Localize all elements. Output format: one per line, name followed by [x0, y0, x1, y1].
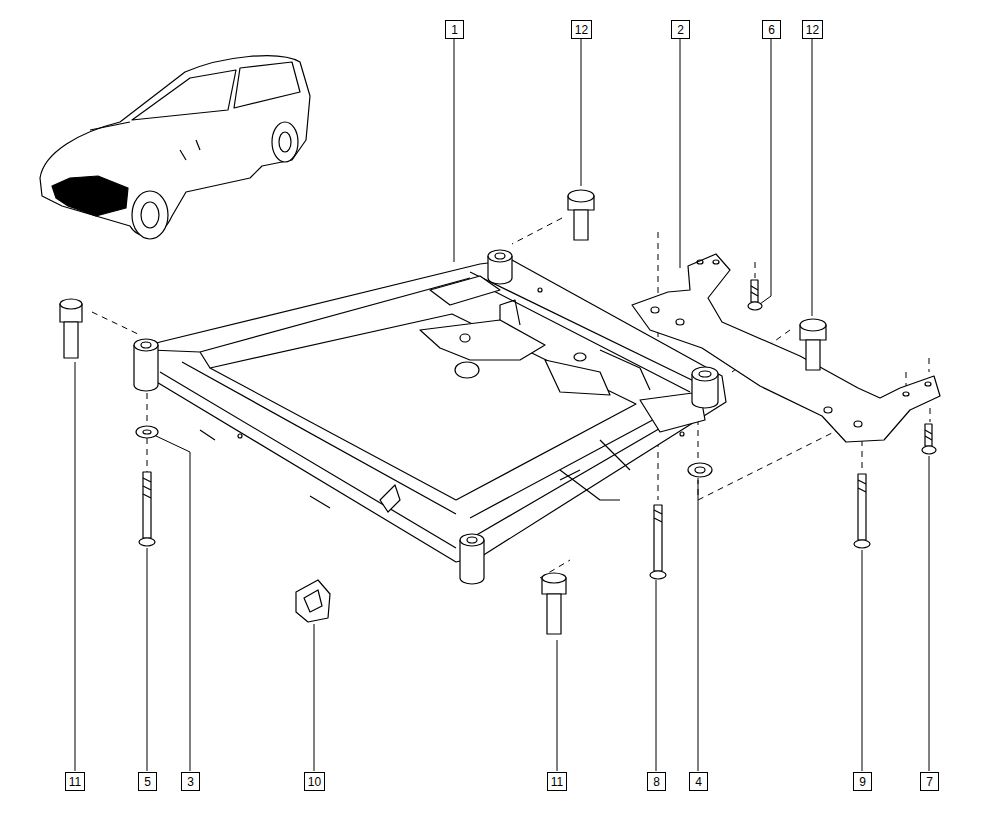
callout-text: 8: [653, 775, 660, 789]
callout-number: 1: [445, 20, 464, 39]
callout-text: 12: [806, 23, 819, 37]
callout-text: 3: [187, 775, 194, 789]
callout-number: 2: [671, 20, 690, 39]
callout-number: 12: [802, 20, 823, 39]
callout-number: 6: [762, 20, 781, 39]
callout-number: 5: [138, 772, 157, 791]
callout-text: 11: [69, 775, 81, 789]
callout-text: 12: [575, 23, 588, 37]
callout-text: 11: [551, 775, 563, 789]
callout-text: 10: [308, 775, 321, 789]
callout-number: 7: [920, 772, 939, 791]
callout-text: 9: [859, 775, 866, 789]
callout-text: 6: [768, 23, 775, 37]
callout-number: 12: [571, 20, 592, 39]
leader-lines: [75, 39, 929, 771]
callout-number: 8: [647, 772, 666, 791]
callout-text: 1: [451, 23, 458, 37]
subframe: [134, 250, 726, 584]
callout-text: 5: [144, 775, 151, 789]
plate-holes: [651, 260, 931, 427]
fasteners: [60, 190, 936, 634]
callout-number: 11: [547, 772, 567, 791]
reinforcement-plate: [632, 254, 940, 442]
callout-number: 10: [304, 772, 325, 791]
car-thumbnail: [40, 56, 310, 239]
callout-text: 2: [677, 23, 684, 37]
callout-number: 9: [853, 772, 872, 791]
callout-text: 4: [695, 775, 702, 789]
callout-number: 4: [689, 772, 708, 791]
callout-number: 3: [181, 772, 200, 791]
callout-number: 11: [65, 772, 85, 791]
callout-text: 7: [926, 775, 933, 789]
